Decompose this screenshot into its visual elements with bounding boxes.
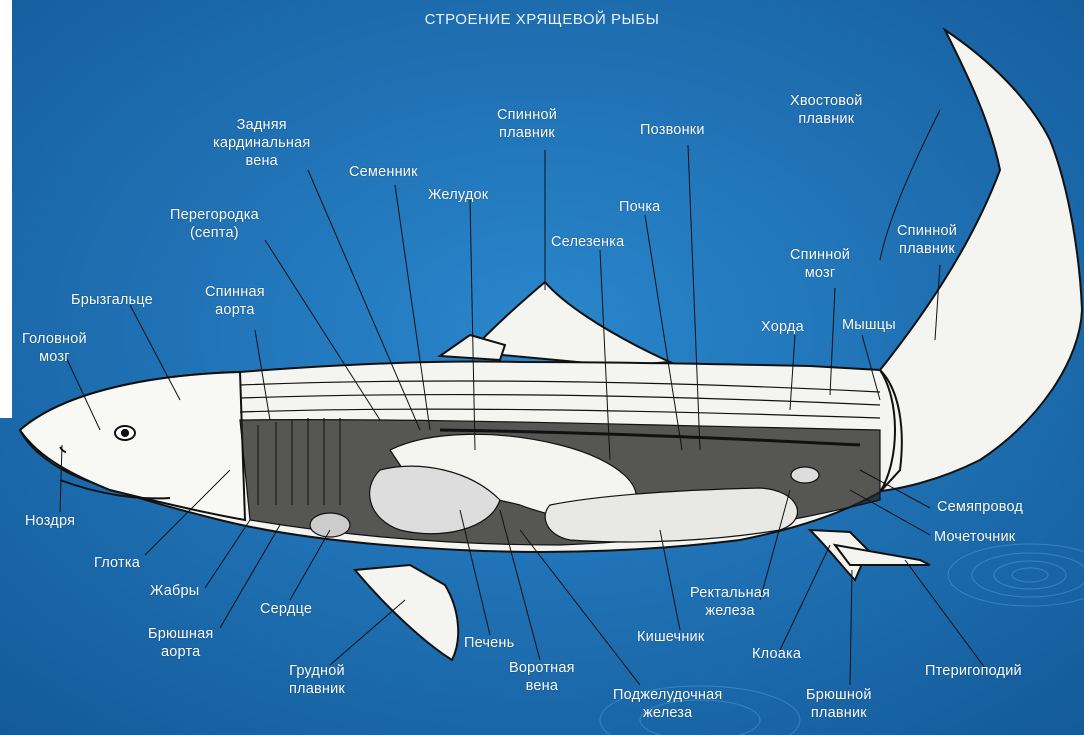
label-pterygopodium: Птеригоподий: [925, 662, 1022, 680]
label-cloaca: Клоака: [752, 645, 801, 663]
label-spleen: Селезенка: [551, 233, 624, 251]
label-liver: Печень: [464, 634, 514, 652]
page-title: СТРОЕНИЕ ХРЯЩЕВОЙ РЫБЫ: [0, 11, 1084, 28]
label-sperm-duct: Семяпровод: [937, 498, 1023, 516]
label-gills: Жабры: [150, 582, 199, 600]
pterygopodium-shape: [835, 545, 930, 565]
label-pharynx: Глотка: [94, 554, 140, 572]
label-testis: Семенник: [349, 163, 418, 181]
label-notochord: Хорда: [761, 318, 804, 336]
rectal-gland: [791, 467, 819, 483]
label-spiracle: Брызгальце: [71, 291, 153, 309]
label-vertebrae: Позвонки: [640, 121, 705, 139]
label-stomach: Желудок: [428, 186, 488, 204]
heart: [310, 513, 350, 537]
label-intestine: Кишечник: [637, 628, 704, 646]
label-heart: Сердце: [260, 600, 312, 618]
label-muscles: Мышцы: [842, 316, 896, 334]
label-ureter: Мочеточник: [934, 528, 1015, 546]
label-nostril: Ноздря: [25, 512, 75, 530]
label-septum: Перегородка(септа): [170, 206, 259, 242]
label-kidney: Почка: [619, 198, 660, 216]
pectoral-fin: [355, 565, 458, 660]
